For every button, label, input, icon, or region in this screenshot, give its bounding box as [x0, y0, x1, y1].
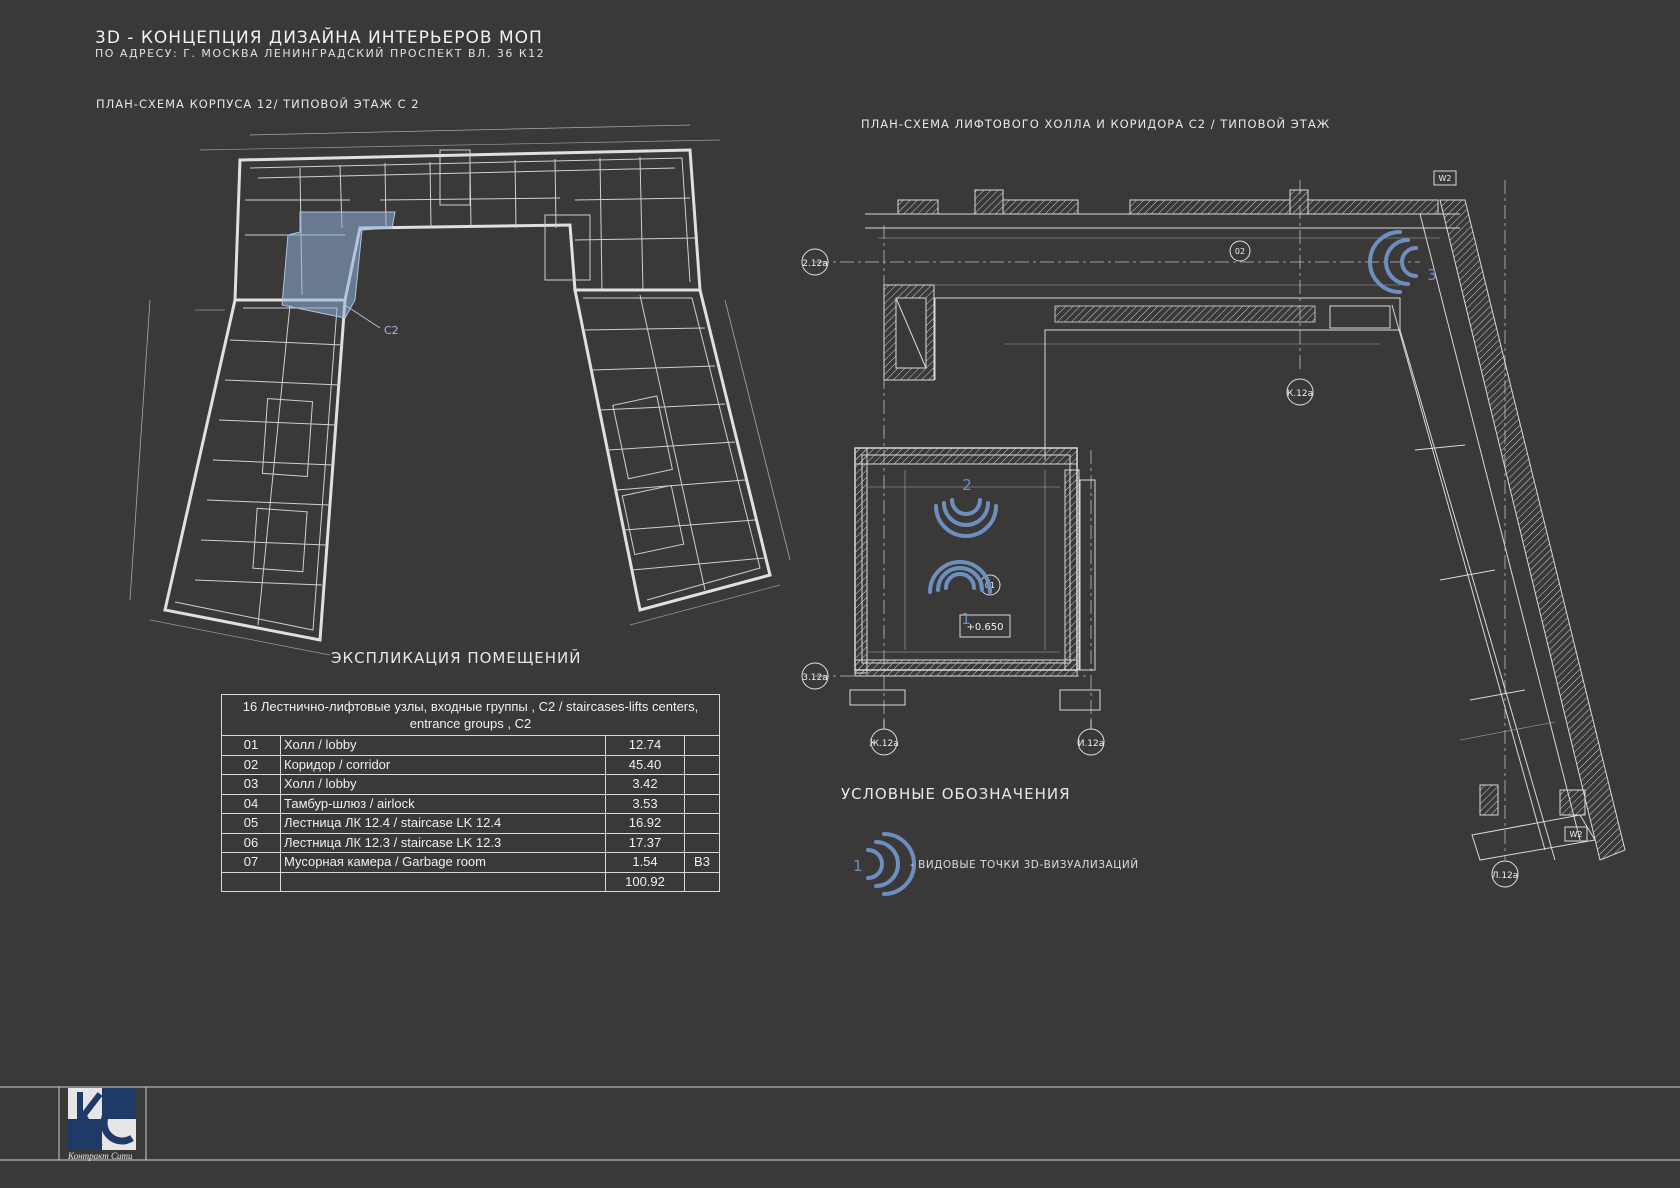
explication-heading: ЭКСПЛИКАЦИЯ ПОМЕЩЕНИЙ — [331, 649, 582, 667]
mark-w2-bottom-label: W2 — [1570, 830, 1583, 839]
axis-label-2-12a: 2.12а — [802, 259, 828, 269]
right-plan-caption: ПЛАН-СХЕМА ЛИФТОВОГО ХОЛЛА И КОРИДОРА С2… — [861, 117, 1331, 131]
table-row: 04 Тамбур-шлюз / airlock 3.53 — [221, 793, 720, 814]
viewpoint-3-number: 3 — [1427, 266, 1437, 284]
legend-viewpoint-icon — [866, 832, 916, 896]
axis-label-zh-12a: Ж.12а — [869, 739, 899, 749]
axis-label-3-12a: 3.12а — [802, 673, 828, 683]
table-row: 03 Холл / lobby 3.42 — [221, 774, 720, 795]
page-subtitle: ПО АДРЕСУ: Г. МОСКВА ЛЕНИНГРАДСКИЙ ПРОСП… — [95, 47, 546, 60]
plan-right-wing — [573, 288, 772, 612]
table-row: 05 Лестница ЛК 12.4 / staircase LK 12.4 … — [221, 813, 720, 834]
viewpoint-1-number: 1 — [961, 610, 971, 628]
legend-heading: УСЛОВНЫЕ ОБОЗНАЧЕНИЯ — [841, 785, 1071, 803]
legend-description: - ВИДОВЫЕ ТОЧКИ 3D-ВИЗУАЛИЗАЦИЙ — [910, 859, 1139, 871]
room-02-label: 02 — [1235, 247, 1245, 256]
table-row: 06 Лестница ЛК 12.3 / staircase LK 12.3 … — [221, 832, 720, 853]
left-plan-caption: ПЛАН-СХЕМА КОРПУСА 12/ ТИПОВОЙ ЭТАЖ С 2 — [96, 97, 420, 111]
mark-w2-bottom — [1564, 826, 1588, 842]
explication-table: 16 Лестнично-лифтовые узлы, входные груп… — [221, 694, 720, 892]
axis-bubble-l-12a — [1491, 860, 1519, 888]
viewpoint-1-icon — [928, 560, 992, 594]
table-row: 02 Коридор / corridor 45.40 — [221, 754, 720, 775]
viewpoint-2-icon — [934, 498, 998, 538]
table-row: 07 Мусорная камера / Garbage room 1.54 В… — [221, 852, 720, 873]
axis-bubble-2-12a — [801, 248, 829, 276]
axis-label-i-12a: И.12а — [1078, 739, 1105, 749]
total-area: 100.92 — [605, 871, 685, 892]
axis-bubble-3-12a — [801, 662, 829, 690]
level-mark: +0.650 — [966, 622, 1003, 633]
zone-c2-label: С2 — [384, 324, 399, 337]
room-02-marker — [1229, 240, 1251, 262]
page-title: 3D - КОНЦЕПЦИЯ ДИЗАЙНА ИНТЕРЬЕРОВ МОП — [95, 28, 543, 48]
zone-c2-highlight — [281, 211, 396, 329]
logo-caption: Контракт Сити — [68, 1151, 133, 1161]
axis-label-l-12a: Л.12а — [1492, 871, 1519, 881]
table-total-row: 100.92 — [221, 871, 720, 892]
mark-w2-top — [1433, 170, 1457, 186]
viewpoint-2-number: 2 — [962, 476, 972, 494]
axis-label-k-12a: К.12а — [1287, 389, 1313, 399]
axis-bubble-k-12a — [1286, 378, 1314, 406]
explication-table-header: 16 Лестнично-лифтовые узлы, входные груп… — [221, 694, 720, 736]
table-row: 01 Холл / lobby 12.74 — [221, 735, 720, 756]
viewpoint-3-icon — [1368, 230, 1418, 294]
company-logo — [68, 1088, 136, 1150]
mark-w2-top-label: W2 — [1439, 174, 1452, 183]
legend-viewpoint-number: 1 — [853, 857, 863, 875]
